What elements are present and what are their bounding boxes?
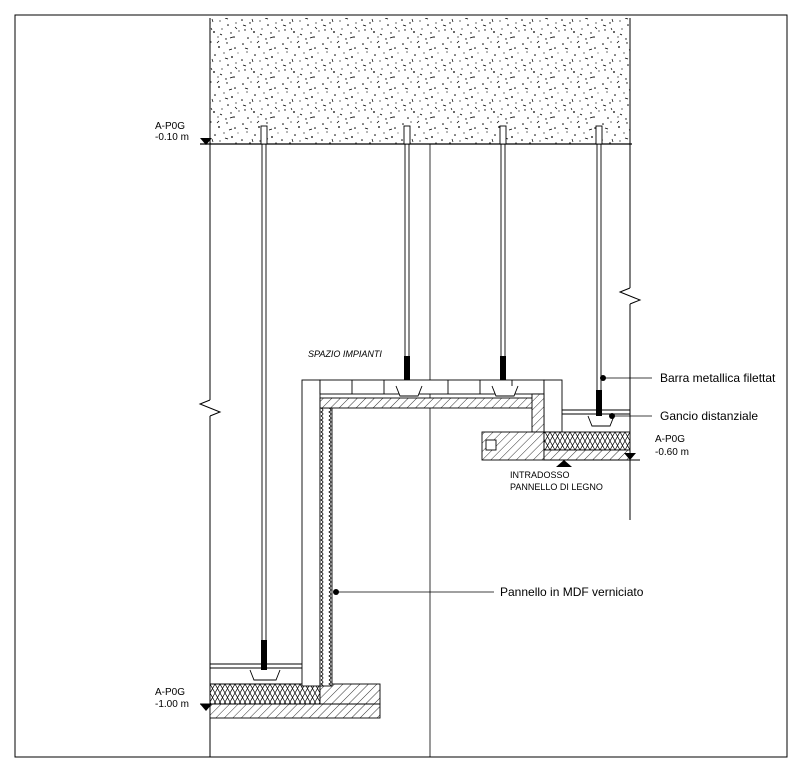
rod-threads [261,356,602,670]
svg-text:Pannello in MDF verniciato: Pannello in MDF verniciato [500,585,644,599]
intradosso-marker: INTRADOSSO PANNELLO DI LEGNO [510,460,603,492]
svg-text:A-P0G: A-P0G [655,434,685,445]
svg-text:A-P0G: A-P0G [155,121,185,132]
svg-text:Gancio distanziale: Gancio distanziale [660,409,758,423]
threaded-rods [260,125,603,640]
right-ceiling-strip [543,409,640,461]
svg-text:PANNELLO DI LEGNO: PANNELLO DI LEGNO [510,482,603,492]
callout-mdf: Pannello in MDF verniciato [333,585,644,599]
svg-text:-1.00 m: -1.00 m [155,699,189,710]
svg-text:-0.60 m: -0.60 m [655,447,689,458]
drawing-frame [14,14,788,758]
plenum-box [319,379,563,461]
callout-gancio: Gancio distanziale [609,409,758,423]
svg-text:-0.10 m: -0.10 m [155,132,189,143]
mdf-vertical-panel [301,379,333,687]
right-wall-line [618,18,642,520]
callout-barra: Barra metallica filettat [600,371,776,385]
label-spazio-impianti: SPAZIO IMPIANTI [308,349,382,359]
level-marker-bottom: A-P0G -1.00 m [155,687,212,711]
bottom-ceiling-section [200,663,381,719]
svg-text:Barra metallica filettat: Barra metallica filettat [660,371,776,385]
concrete-slab [210,18,630,144]
level-marker-top: A-P0G -0.10 m [155,121,212,145]
level-marker-right: A-P0G -0.60 m [624,434,689,460]
svg-text:A-P0G: A-P0G [155,687,185,698]
svg-text:INTRADOSSO: INTRADOSSO [510,470,570,480]
